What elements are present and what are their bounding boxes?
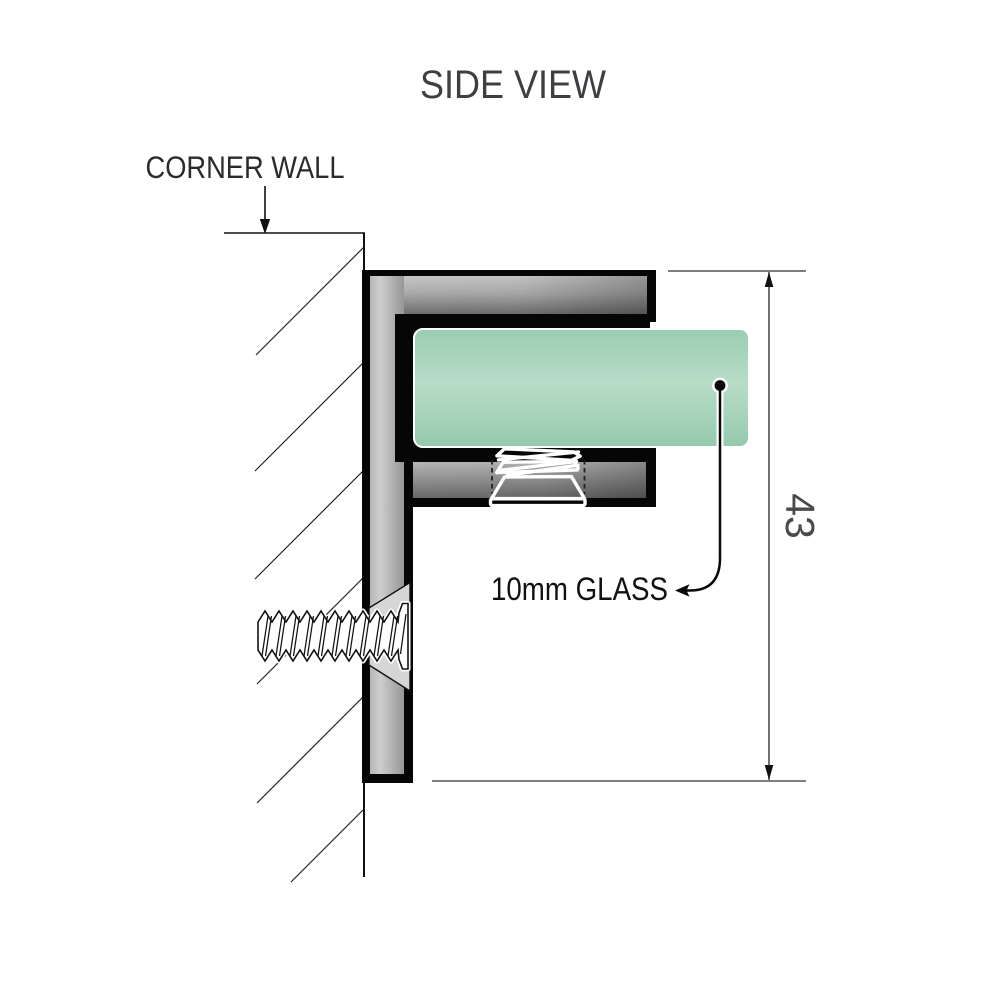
svg-text:SIDE VIEW: SIDE VIEW bbox=[420, 63, 606, 107]
svg-text:10mm GLASS: 10mm GLASS bbox=[491, 571, 668, 607]
svg-text:43: 43 bbox=[777, 493, 823, 539]
svg-text:CORNER WALL: CORNER WALL bbox=[146, 149, 345, 185]
